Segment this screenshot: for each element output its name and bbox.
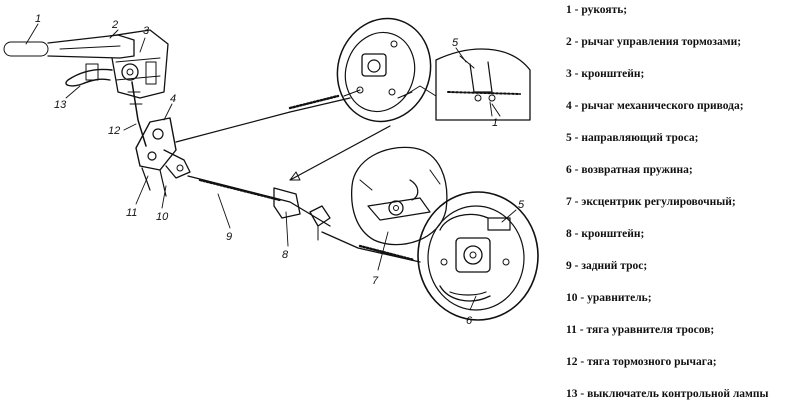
- legend-text: тяга тормозного рычага;: [587, 356, 717, 368]
- legend-number: 6: [566, 164, 572, 176]
- leader-lines: [25, 23, 517, 311]
- callout-2: 2: [111, 19, 118, 31]
- parts-legend: 1 - рукоять; 2 - рычаг управления тормоз…: [566, 0, 804, 408]
- callout-1: 1: [35, 13, 41, 25]
- legend-text: уравнитель;: [587, 292, 652, 304]
- legend-number: 13: [566, 388, 578, 400]
- legend-number: 2: [566, 36, 572, 48]
- callout-6: 6: [466, 315, 473, 327]
- legend-item: 13 - выключатель контрольной лампы: [566, 388, 769, 400]
- callout-3: 3: [143, 25, 150, 37]
- pointer-arrow: [289, 125, 391, 181]
- legend-number: 1: [566, 4, 572, 16]
- rear-brake-drum: [417, 191, 539, 321]
- legend-item: 8 - кронштейн;: [566, 228, 645, 240]
- callout-5-inset: 5: [452, 37, 459, 49]
- legend-number: 3: [566, 68, 572, 80]
- legend-number: 5: [566, 132, 572, 144]
- callout-5: 5: [518, 199, 525, 211]
- legend-text: направляющий троса;: [581, 132, 699, 144]
- legend-item: 1 - рукоять;: [566, 4, 628, 16]
- legend-number: 12: [566, 356, 578, 368]
- legend-text: рычаг управления тормозами;: [581, 36, 742, 48]
- rear-cable: [187, 175, 331, 227]
- legend-text: выключатель контрольной лампы: [587, 388, 769, 400]
- guide-detail-inset: [435, 48, 531, 121]
- legend-number: 10: [566, 292, 578, 304]
- callout-13: 13: [54, 99, 67, 111]
- legend-item: 11 - тяга уравнителя тросов;: [566, 324, 715, 336]
- legend-item: 10 - уравнитель;: [566, 292, 652, 304]
- legend-text: задний трос;: [581, 260, 648, 272]
- eccentric-detail-inset: [350, 146, 448, 246]
- legend-number: 11: [566, 324, 577, 336]
- legend-item: 4 - рычаг механического привода;: [566, 100, 744, 112]
- legend-text: рычаг механического привода;: [581, 100, 744, 112]
- callout-8: 8: [282, 249, 289, 261]
- callout-7: 7: [372, 275, 379, 287]
- legend-number: 9: [566, 260, 572, 272]
- legend-number: 4: [566, 100, 572, 112]
- legend-text: возвратная пружина;: [581, 164, 693, 176]
- legend-item: 5 - направляющий троса;: [566, 132, 699, 144]
- leader-to-inset: [403, 85, 437, 97]
- callout-1-inset: 1: [492, 117, 498, 129]
- legend-text: кронштейн;: [581, 228, 645, 240]
- legend-text: рукоять;: [581, 4, 628, 16]
- legend-item: 2 - рычаг управления тормозами;: [566, 36, 742, 48]
- legend-item: 7 - эксцентрик регулировочный;: [566, 196, 736, 208]
- callout-9: 9: [226, 231, 232, 243]
- callout-10: 10: [156, 211, 169, 223]
- legend-item: 3 - кронштейн;: [566, 68, 645, 80]
- callout-12: 12: [108, 125, 120, 137]
- legend-text: тяга уравнителя тросов;: [586, 324, 715, 336]
- upper-cable: [175, 97, 351, 143]
- legend-text: кронштейн;: [581, 68, 645, 80]
- legend-text: эксцентрик регулировочный;: [581, 196, 736, 208]
- lower-cable: [321, 231, 421, 263]
- handbrake-lever: [3, 29, 169, 99]
- parking-brake-diagram: 1 2 3 4 5 1 12 13 11 10 9 8 7 6 5: [3, 13, 539, 327]
- legend-number: 8: [566, 228, 572, 240]
- equalizer-assembly: [135, 117, 191, 197]
- cable-bracket: [273, 187, 331, 241]
- callout-4: 4: [170, 93, 176, 105]
- legend-item: 9 - задний трос;: [566, 260, 648, 272]
- switch-wire: [65, 68, 113, 87]
- lever-rod: [131, 81, 147, 147]
- legend-item: 12 - тяга тормозного рычага;: [566, 356, 717, 368]
- upper-brake-drum: [336, 17, 432, 123]
- legend-item: 6 - возвратная пружина;: [566, 164, 693, 176]
- legend-number: 7: [566, 196, 572, 208]
- callout-11: 11: [126, 207, 137, 219]
